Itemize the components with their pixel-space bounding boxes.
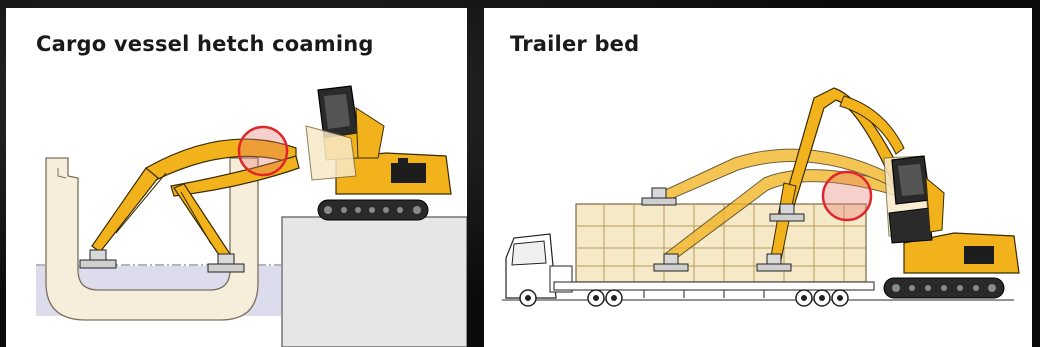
excavator-left xyxy=(306,86,451,220)
highlight-circle-left xyxy=(239,127,287,175)
panel-cargo-vessel: Cargo vessel hetch coaming xyxy=(6,8,467,347)
panel-trailer-bed: Trailer bed xyxy=(484,8,1032,347)
trailer-bed-diagram xyxy=(484,8,1032,347)
excavator-right xyxy=(884,156,1019,298)
magnet-attachment-left-1 xyxy=(80,250,116,268)
highlight-circle-right xyxy=(823,172,871,220)
truck-cab xyxy=(506,234,572,306)
cargo-vessel-diagram xyxy=(6,8,467,347)
quay-wall xyxy=(282,217,467,347)
